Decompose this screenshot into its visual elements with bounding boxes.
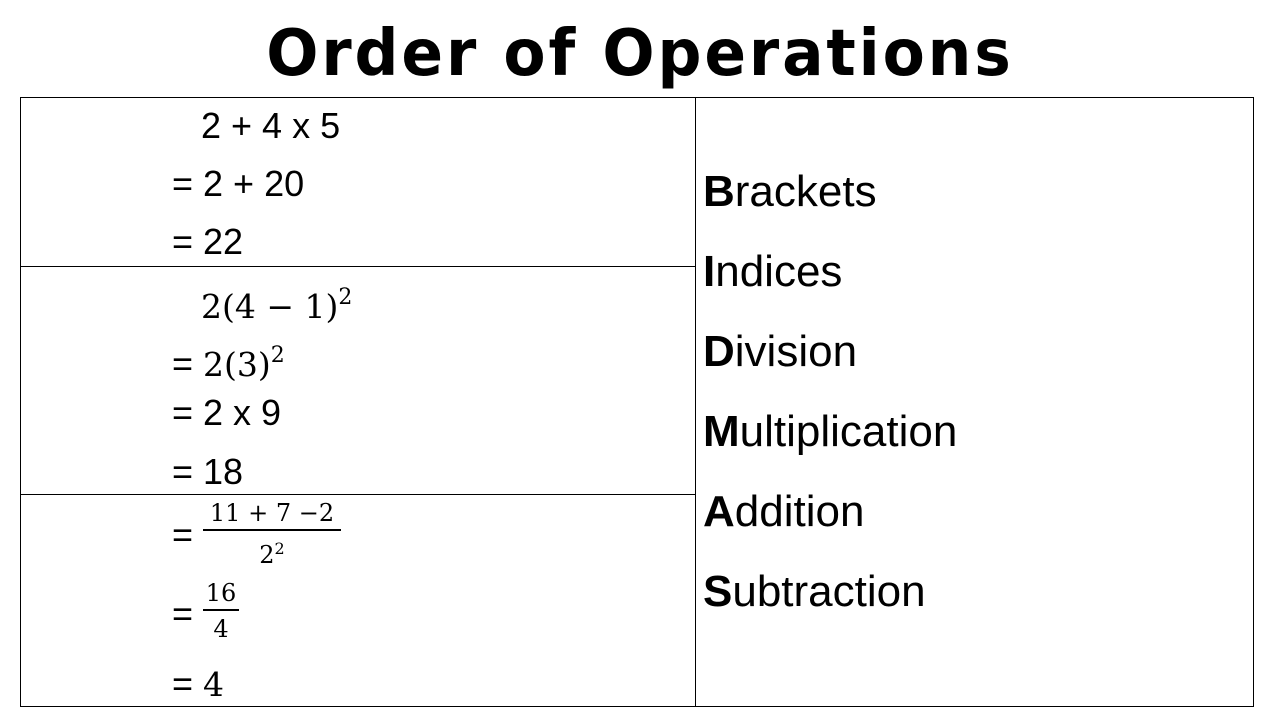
fraction-2-denominator: 4 <box>213 615 229 643</box>
fraction-2-bar <box>203 609 239 611</box>
example2-line3: = 2 x 9 <box>172 392 282 433</box>
example2-line2-exponent: 2 <box>270 343 285 368</box>
example1-line3: = 22 <box>172 221 244 262</box>
fraction-2-numerator: 16 <box>205 579 237 607</box>
bidmas-item-multiplication: Multiplication <box>703 407 958 456</box>
divider <box>20 266 696 267</box>
bidmas-item-brackets: Brackets <box>703 167 877 216</box>
example3-eq1: = <box>172 514 194 555</box>
examples-panel <box>20 97 696 707</box>
fraction-1-den-exponent: 2 <box>274 539 285 558</box>
page-title: Order of Operations <box>266 17 1014 91</box>
example2-line2-expr: 2(3) <box>203 345 271 384</box>
example3-eq2: = <box>172 593 194 634</box>
example2-line2-eq: = <box>172 343 204 384</box>
divider <box>20 494 696 495</box>
example1-line1: 2 + 4 x 5 <box>201 105 341 146</box>
fraction-1-bar <box>203 529 341 531</box>
bidmas-panel <box>695 97 1254 707</box>
bidmas-item-division: Division <box>703 327 858 376</box>
example3-result-eq: = <box>172 663 204 704</box>
fraction-1-den-base: 2 <box>259 541 275 569</box>
bidmas-item-indices: Indices <box>703 247 843 296</box>
example2-line1-exponent: 2 <box>338 285 353 310</box>
example1-line2: = 2 + 20 <box>172 163 305 204</box>
fraction-1: 11 + 7 −2 22 <box>203 499 341 569</box>
example2-line1: 2(4 − 1)2 <box>201 278 352 327</box>
example2-line2: = 2(3)2 <box>172 336 285 385</box>
fraction-2: 16 4 <box>203 579 239 643</box>
example3-result: = 4 <box>172 664 224 705</box>
example3-result-value: 4 <box>203 665 225 704</box>
example2-line1-expr: 2(4 − 1) <box>201 287 339 326</box>
bidmas-item-addition: Addition <box>703 487 865 536</box>
fraction-1-numerator: 11 + 7 −2 <box>209 499 335 527</box>
example2-line4: = 18 <box>172 451 244 492</box>
bidmas-item-subtraction: Subtraction <box>703 567 926 616</box>
fraction-1-denominator: 22 <box>203 535 341 569</box>
